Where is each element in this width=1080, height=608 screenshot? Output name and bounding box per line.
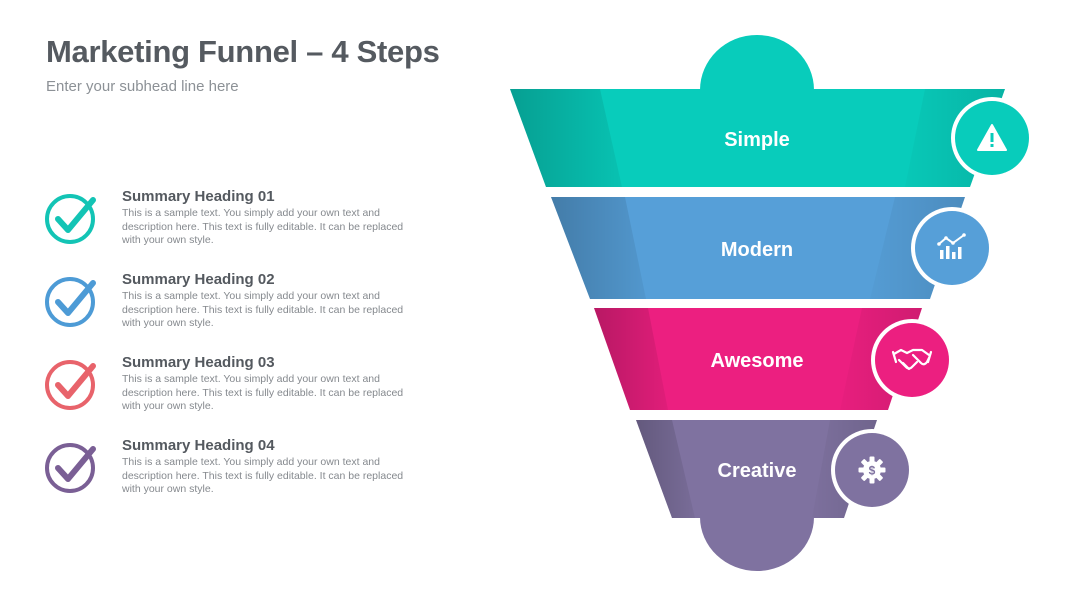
summary-heading: Summary Heading 01 — [122, 188, 275, 205]
funnel-stage-modern: Modern — [551, 197, 993, 299]
funnel-stage-simple: Simple — [510, 35, 1033, 187]
summary-heading: Summary Heading 03 — [122, 354, 275, 371]
warning-icon — [977, 124, 1007, 151]
summary-item-03: Summary Heading 03 This is a sample text… — [44, 354, 424, 424]
summary-item-01: Summary Heading 01 This is a sample text… — [44, 188, 424, 258]
handshake-icon — [891, 348, 933, 371]
check-circle-icon — [45, 360, 96, 410]
chart-icon — [937, 233, 966, 259]
funnel-stage-awesome: Awesome — [594, 308, 953, 410]
funnel-stage-creative: Creative $ — [636, 420, 913, 571]
svg-text:$: $ — [869, 464, 876, 478]
funnel-label: Simple — [724, 129, 790, 151]
summary-description: This is a sample text. You simply add yo… — [122, 207, 404, 246]
funnel-label: Modern — [721, 239, 793, 261]
summary-description: This is a sample text. You simply add yo… — [122, 290, 404, 329]
page-subtitle: Enter your subhead line here — [46, 78, 239, 95]
funnel-band — [594, 308, 922, 410]
summary-item-02: Summary Heading 02 This is a sample text… — [44, 271, 424, 341]
funnel-label: Creative — [718, 460, 797, 482]
summary-heading: Summary Heading 04 — [122, 437, 275, 454]
page-title: Marketing Funnel – 4 Steps — [46, 34, 440, 69]
summary-item-04: Summary Heading 04 This is a sample text… — [44, 437, 424, 507]
summary-heading: Summary Heading 02 — [122, 271, 275, 288]
funnel-bottom-cap — [700, 517, 814, 571]
check-circle-icon — [45, 443, 96, 493]
summary-description: This is a sample text. You simply add yo… — [122, 456, 404, 495]
summary-description: This is a sample text. You simply add yo… — [122, 373, 404, 412]
gear-dollar-icon: $ — [858, 456, 886, 484]
funnel-band — [510, 89, 1005, 187]
funnel-band — [551, 197, 965, 299]
check-circle-icon — [45, 194, 96, 244]
check-circle-icon — [45, 277, 96, 327]
funnel-top-cap — [700, 35, 814, 90]
funnel-label: Awesome — [710, 350, 803, 372]
